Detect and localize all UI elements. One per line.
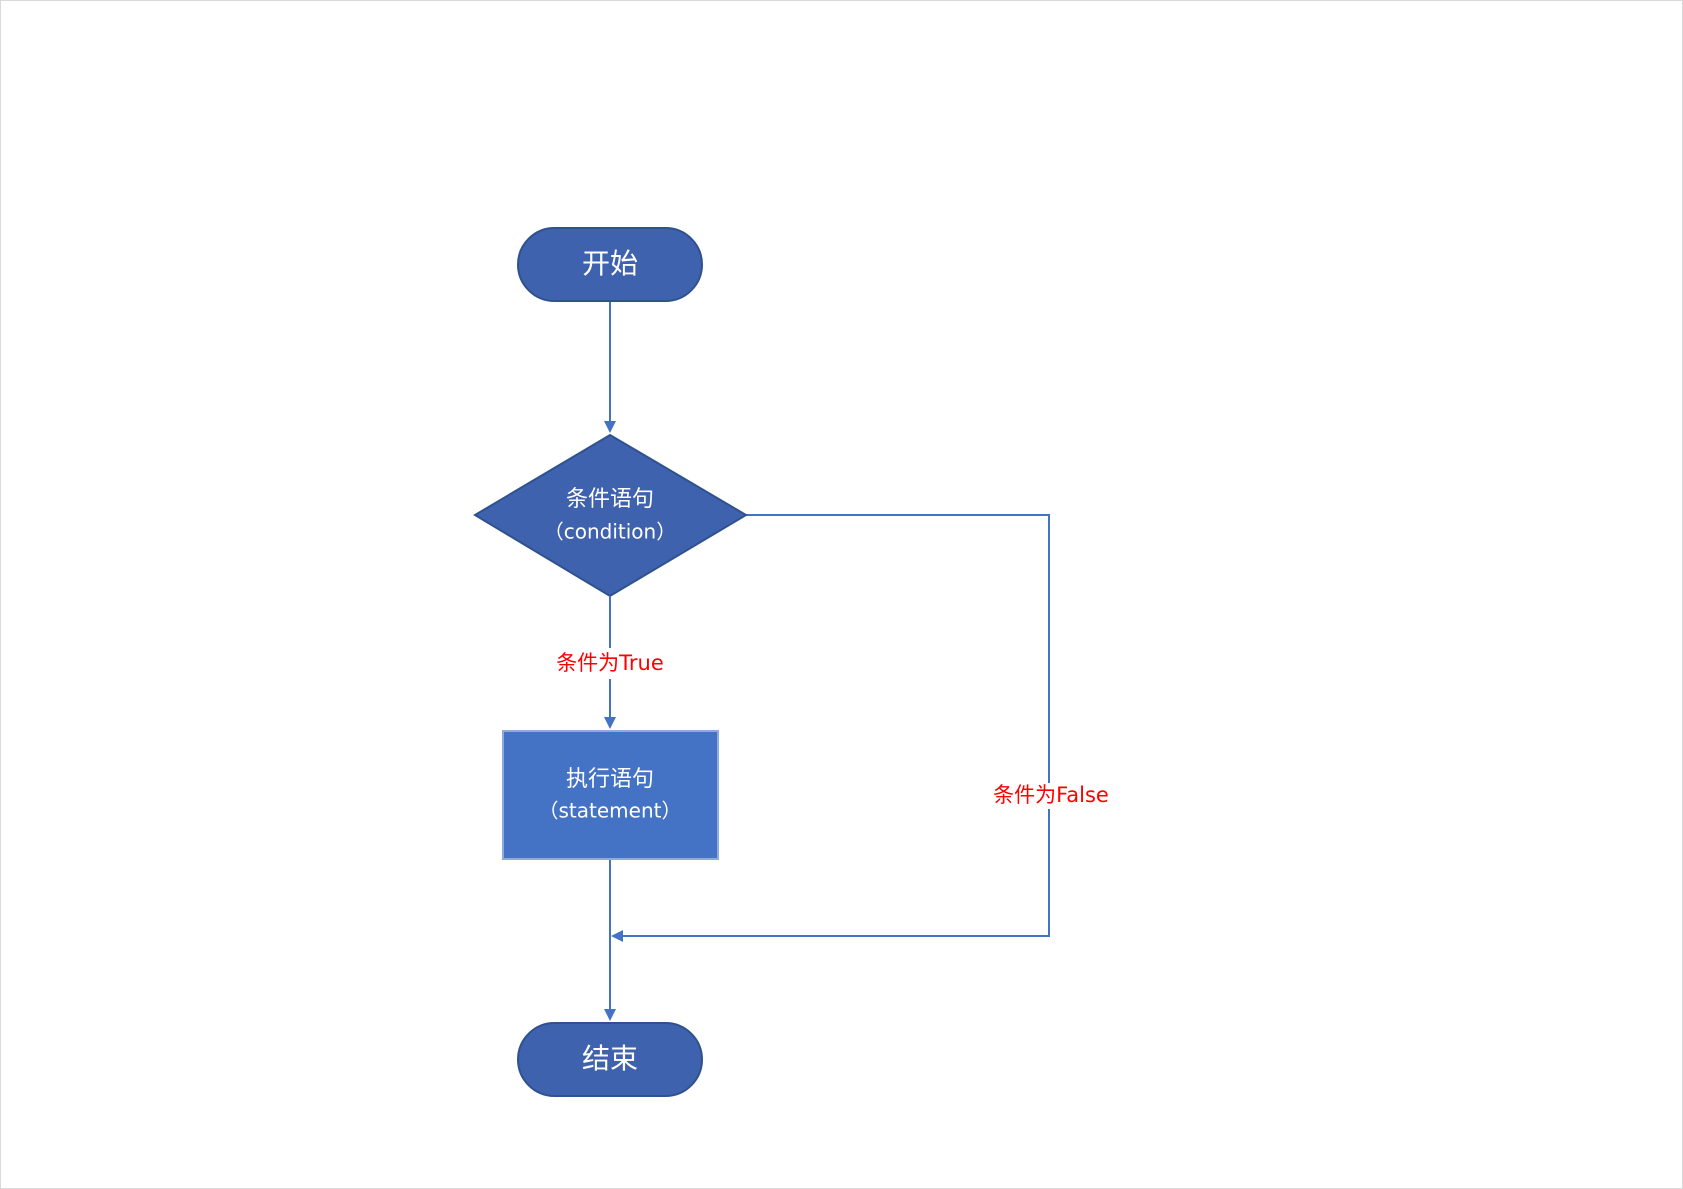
statement-label-line2: （statement） — [539, 799, 682, 823]
condition-label-line2: （condition） — [544, 520, 676, 544]
start-node[interactable]: 开始 — [517, 227, 703, 302]
statement-node[interactable]: 执行语句 （statement） — [502, 730, 719, 860]
end-node[interactable]: 结束 — [517, 1022, 703, 1097]
edge-false-branch — [746, 514, 1050, 783]
false-branch-label: 条件为False — [993, 783, 1109, 807]
condition-label-line1: 条件语句 — [566, 487, 654, 512]
true-branch-label: 条件为True — [556, 651, 664, 675]
statement-label-line1: 执行语句 — [566, 767, 654, 792]
start-label: 开始 — [582, 247, 638, 280]
edge-false-branch-return — [611, 809, 1050, 942]
end-label: 结束 — [582, 1042, 638, 1075]
condition-node[interactable]: 条件语句 （condition） — [473, 433, 748, 598]
